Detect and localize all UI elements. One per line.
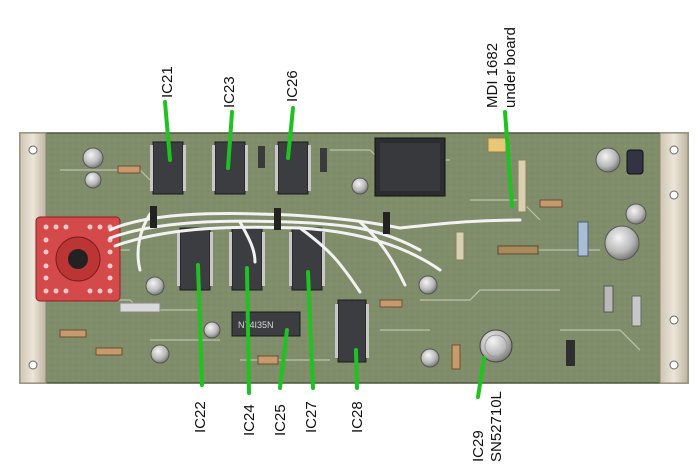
ic25-marking: N74I35N: [238, 320, 274, 330]
ic29-metal-can: [479, 329, 513, 363]
pointer-ic23: [226, 110, 234, 170]
label-ic22: IC22: [192, 401, 209, 433]
label-ic24: IC24: [241, 404, 258, 436]
label-ic25: IC25: [272, 404, 289, 436]
label-ic26: IC26: [284, 70, 301, 102]
pointer-ic27: [306, 270, 315, 390]
ic25-chip: N74I35N: [231, 311, 301, 337]
pointer-mdi1682: [503, 110, 514, 208]
label-ic28: IC28: [349, 401, 366, 433]
ic26-chip: [275, 141, 311, 195]
pointer-ic26: [286, 106, 295, 160]
label-pointers: [163, 100, 514, 399]
red-socket-connector: [35, 216, 121, 302]
harness-ties: [150, 206, 390, 234]
label-ic23: IC23: [221, 76, 238, 108]
pointer-ic21: [163, 100, 172, 162]
right-mounting-rail: [659, 132, 689, 384]
label-mdi1682-line1: MDI 1682: [484, 42, 501, 108]
label-mdi1682-line2: under board: [502, 27, 519, 108]
label-ic29-line2: SN52710L: [488, 391, 505, 462]
pointer-ic22: [196, 263, 204, 387]
label-ic29-line1: IC29: [470, 430, 487, 462]
pointer-ic28: [354, 348, 359, 390]
ic21-chip: [150, 141, 186, 195]
label-ic27: IC27: [303, 401, 320, 433]
ic28-chip: [335, 299, 369, 363]
relay-block: [374, 137, 446, 197]
pointer-ic29: [476, 356, 486, 399]
label-ic21: IC21: [159, 66, 176, 98]
wire-harness: [108, 212, 522, 294]
left-mounting-rail: [19, 132, 47, 384]
ic27-chip: [289, 227, 325, 291]
passive-components: [59, 137, 644, 370]
pointer-ic24: [245, 266, 251, 395]
ic22-chip: [177, 227, 213, 291]
transistor-cans: [82, 147, 647, 368]
pointer-ic25: [278, 328, 289, 390]
